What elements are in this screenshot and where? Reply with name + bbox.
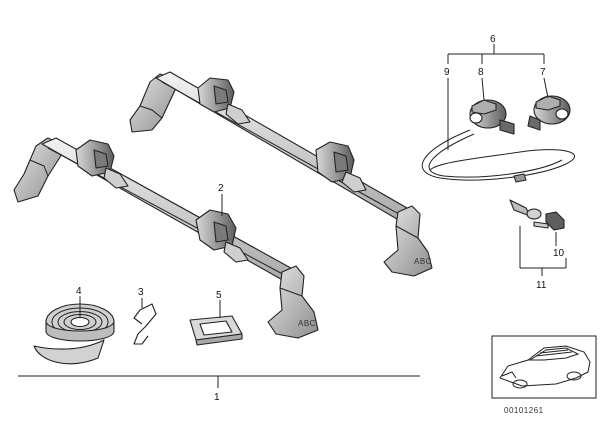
rubber-pad: [189, 315, 243, 346]
callout-1: 1: [214, 392, 220, 403]
wire-clip: [133, 303, 157, 345]
callout-2: 2: [218, 183, 224, 194]
keys: [509, 199, 565, 231]
callout-5: 5: [216, 290, 222, 301]
lock-cylinder-7: [527, 95, 571, 131]
front-left-clamp: [75, 139, 129, 189]
callout-7: 7: [540, 67, 546, 78]
callout-4: 4: [76, 286, 82, 297]
tape-roll: [33, 303, 115, 365]
callout-10: 10: [553, 248, 565, 259]
svg-text:ABC: ABC: [298, 319, 316, 328]
vehicle-inset: [491, 335, 597, 399]
car-silhouette: [499, 345, 591, 389]
rear-left-clamp: [197, 77, 251, 125]
lock-cylinder-8: [469, 99, 515, 135]
steel-cable: [421, 129, 575, 183]
rear-crossbar: ABC: [129, 71, 433, 277]
svg-text:ABC: ABC: [414, 257, 432, 266]
callout-9: 9: [444, 67, 450, 78]
drawing-number: 00101261: [504, 406, 544, 415]
callout-numbers: 1 2 3 4 5 6 7 8 9 10 11: [76, 34, 565, 403]
callout-6: 6: [490, 34, 496, 45]
callout-8: 8: [478, 67, 484, 78]
front-right-clamp: [195, 209, 249, 263]
callout-3: 3: [138, 287, 144, 298]
leader-lines: [18, 44, 567, 388]
rear-right-clamp: [315, 141, 367, 193]
callout-11: 11: [536, 280, 547, 291]
roof-rack-bars: ABC ABC: [13, 71, 433, 339]
